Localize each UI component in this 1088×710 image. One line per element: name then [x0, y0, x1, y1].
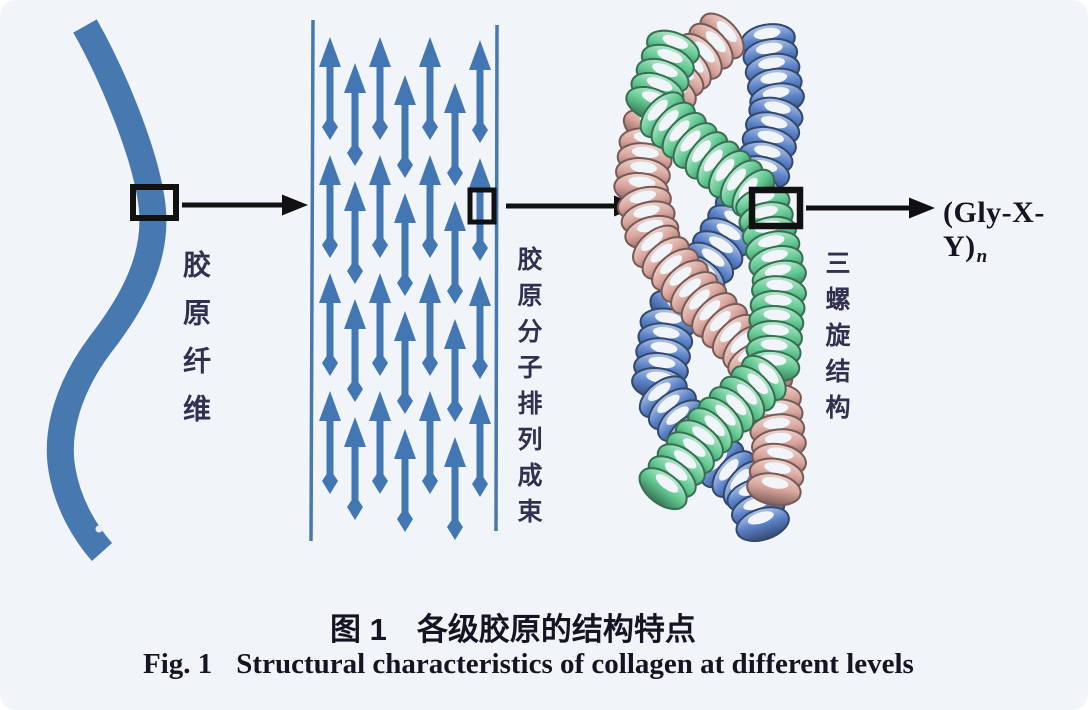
label-molecule-bundle: 胶原分子排列成束 — [514, 246, 542, 534]
formula-subscript: n — [976, 246, 988, 267]
caption-en-number: Fig. 1 — [143, 648, 213, 680]
molecule-bundle-arrows — [309, 19, 499, 542]
caption-en-text: Structural characteristics of collagen a… — [236, 648, 914, 680]
formula-base: (Gly-X-Y) — [943, 196, 1045, 263]
triple-helix-strands — [613, 12, 807, 542]
zoom-region-boxes — [130, 184, 804, 230]
caption-chinese: 图 1 各级胶原的结构特点 — [330, 604, 696, 649]
collagen-fiber-ribbon — [46, 19, 167, 561]
arrow-fiber-to-bundle-icon — [182, 194, 308, 216]
label-triple-helix: 三螺旋结构 — [822, 250, 850, 430]
arrow-helix-to-formula-icon — [806, 197, 935, 219]
label-collagen-fiber: 胶原纤维 — [180, 250, 211, 442]
caption-zh-number: 图 1 — [330, 612, 387, 647]
caption-zh-text: 各级胶原的结构特点 — [416, 612, 696, 647]
diagram-canvas — [46, 12, 935, 561]
formula-gly-x-y: (Gly-X-Y)n — [943, 196, 1088, 268]
caption-english: Fig. 1 Structural characteristics of coll… — [143, 648, 914, 681]
